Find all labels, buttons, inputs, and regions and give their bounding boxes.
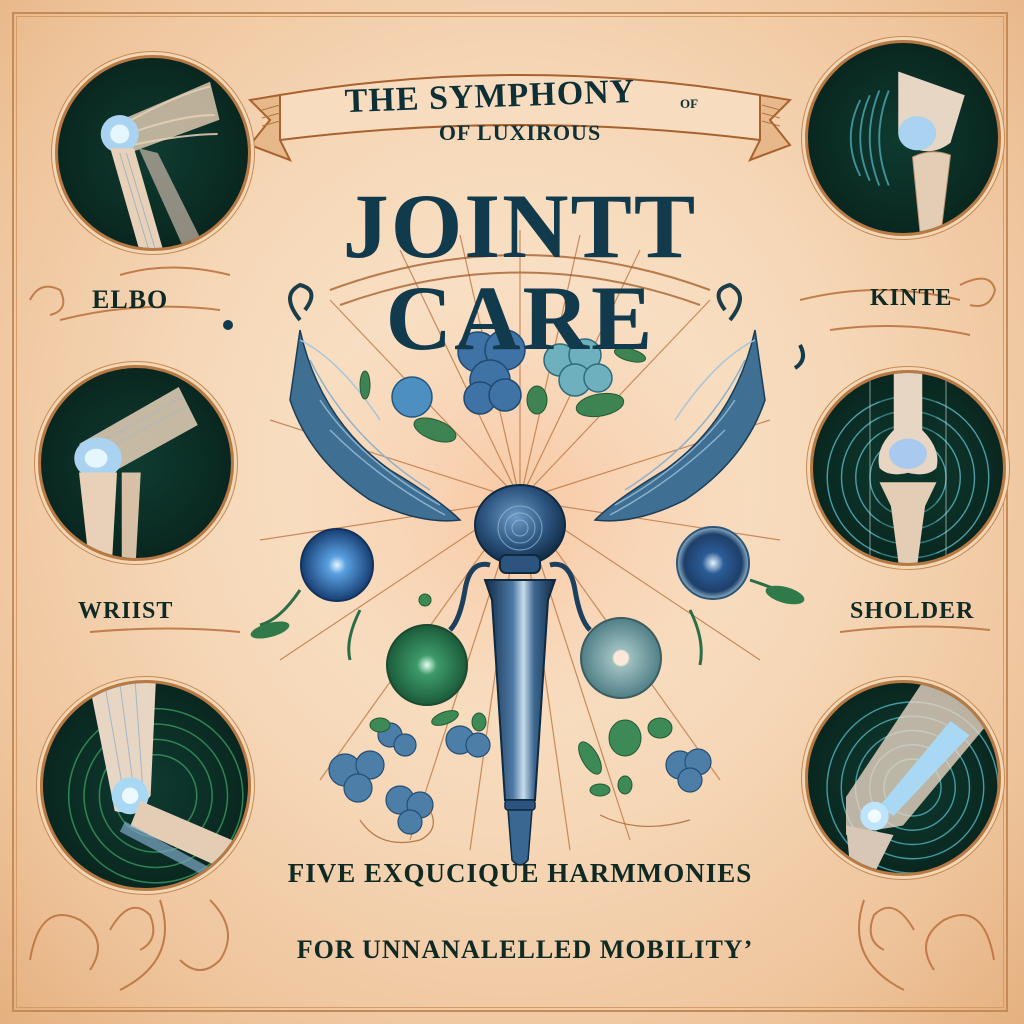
right-wing xyxy=(593,329,766,522)
title-ribbon xyxy=(247,74,793,162)
title-line-2: OF LUXIROUS xyxy=(438,120,602,145)
label-elbo: ELBO xyxy=(92,285,169,314)
top-flowers xyxy=(359,329,647,443)
lower-leaves xyxy=(328,593,712,844)
label-wriist: WRIIST xyxy=(78,598,174,624)
medallion-top-right xyxy=(805,40,1001,236)
knee-joint-icon xyxy=(849,71,965,233)
medallion-top-left xyxy=(55,55,251,251)
medallion-middle-right xyxy=(810,370,1006,566)
navy-orb xyxy=(676,526,750,600)
central-implant xyxy=(448,484,592,866)
ankle-joint-icon xyxy=(67,683,248,888)
elbow-joint-icon xyxy=(74,387,198,558)
page-title: JOINTT CARE xyxy=(342,175,698,369)
left-wing xyxy=(289,329,462,522)
knee-joint-bent-icon xyxy=(100,81,220,248)
medallion-middle-left xyxy=(38,365,234,561)
knee-joint-front-icon xyxy=(826,373,990,563)
label-sholder: SHOLDER xyxy=(850,598,975,624)
medallion-bottom-left xyxy=(40,680,251,891)
inner-border xyxy=(16,16,1004,1008)
subtitle-line-2: FOR UNNANALELLED MOBILITY’ xyxy=(296,935,754,964)
subtitle-line-1: FIVE EXQUCIQUE HARMMONIES xyxy=(287,858,753,888)
label-kinte: KINTE xyxy=(870,285,953,311)
title-line-1-suffix: OF xyxy=(680,96,699,111)
pale-orb xyxy=(580,617,662,699)
outer-border xyxy=(12,12,1008,1012)
foot-ankle-icon xyxy=(826,683,998,873)
blue-orb xyxy=(300,528,374,602)
flourishes xyxy=(29,266,997,991)
medallion-bottom-right xyxy=(805,680,1001,876)
green-orb xyxy=(386,624,468,706)
